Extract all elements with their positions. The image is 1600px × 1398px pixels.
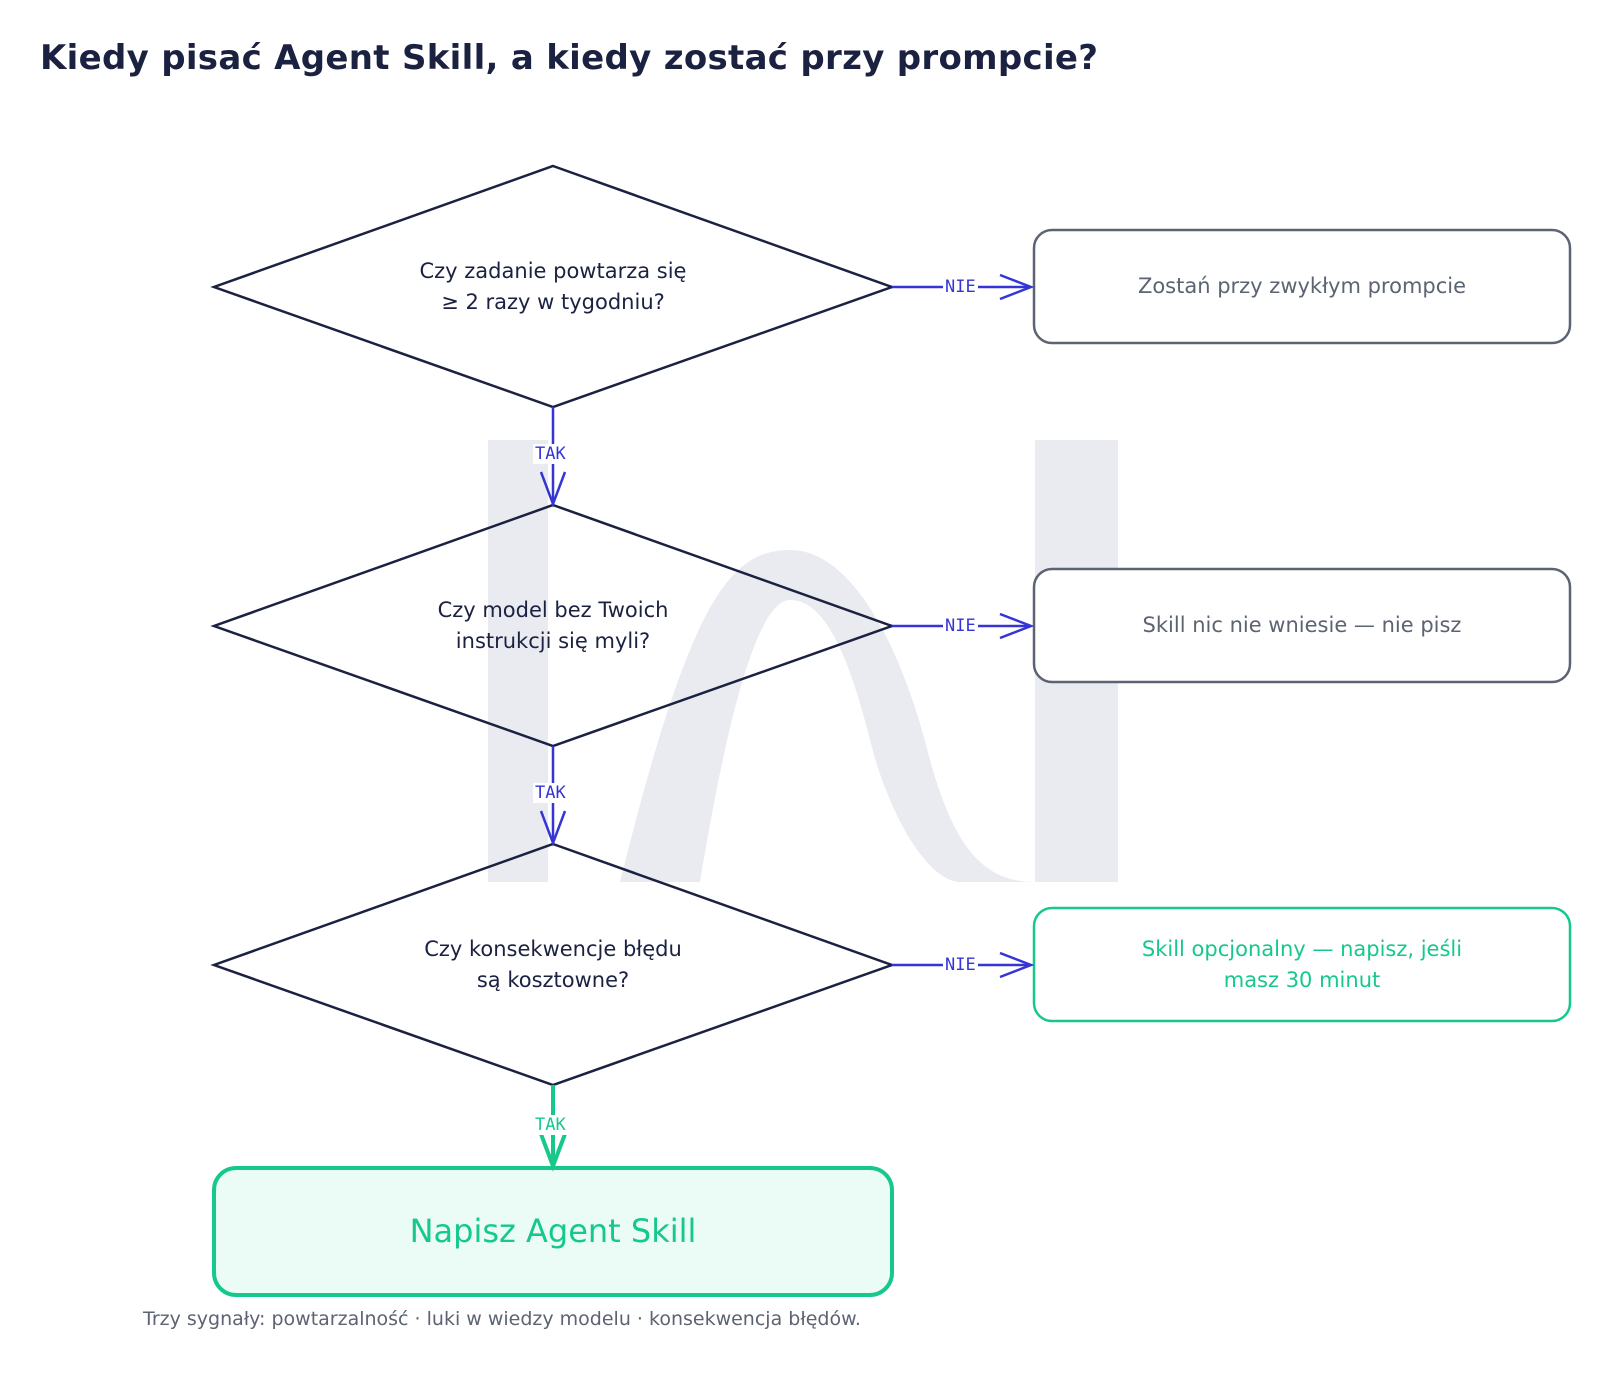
final-text: Napisz Agent Skill <box>409 1212 697 1250</box>
watermark-bar-left <box>488 440 548 882</box>
outcome-3-line-2: masz 30 minut <box>1223 967 1381 992</box>
yes-arrow-head-2 <box>539 810 567 847</box>
outcome-box-3 <box>1032 906 1572 1023</box>
decision-3-line-1: Czy konsekwencje błędu <box>424 937 682 961</box>
no-label-2: NIE <box>943 616 978 636</box>
yes-label-1: TAK <box>533 444 568 464</box>
watermark-lambda <box>620 550 1035 882</box>
decision-text-2: Czy model bez Twoich instrukcji się myli… <box>353 595 753 657</box>
outcome-text-2: Skill nic nie wniesie — nie pisz <box>1142 613 1462 637</box>
decision-2-line-2: instrukcji się myli? <box>455 629 651 653</box>
outcome-box-2 <box>1032 567 1572 684</box>
outcome-box-1 <box>1032 228 1572 345</box>
no-arrowhead-1 <box>999 273 1035 301</box>
yes-label-2: TAK <box>533 783 568 803</box>
watermark-logo <box>488 440 1118 882</box>
outcome-text-1: Zostań przy zwykłym prompcie <box>1137 274 1467 298</box>
outcome-text-3: Skill opcjonalny — napisz, jeśli masz 30… <box>1034 908 1570 1021</box>
yes-arrowhead-1 <box>539 471 567 508</box>
decision-text-1: Czy zadanie powtarza się ≥ 2 razy w tygo… <box>353 256 753 318</box>
no-label-3: NIE <box>943 955 978 975</box>
decision-1-line-2: ≥ 2 razy w tygodniu? <box>441 290 665 314</box>
yes-arrowhead-3 <box>539 1133 567 1172</box>
decision-2-line-1: Czy model bez Twoich <box>437 598 669 622</box>
decision-1-line-1: Czy zadanie powtarza się <box>419 259 687 283</box>
no-label-1: NIE <box>943 277 978 297</box>
footer-note: Trzy sygnały: powtarzalność · luki w wie… <box>143 1308 861 1330</box>
decision-text-3: Czy konsekwencje błędu są kosztowne? <box>353 934 753 996</box>
decision-3-line-2: są kosztowne? <box>476 968 630 992</box>
no-arrowhead-3 <box>999 951 1035 979</box>
yes-label-3: TAK <box>533 1115 568 1135</box>
no-arrowhead-2 <box>999 612 1035 640</box>
page-title: Kiedy pisać Agent Skill, a kiedy zostać … <box>40 38 1099 78</box>
outcome-3-line-1: Skill opcjonalny — napisz, jeśli <box>1141 936 1463 961</box>
